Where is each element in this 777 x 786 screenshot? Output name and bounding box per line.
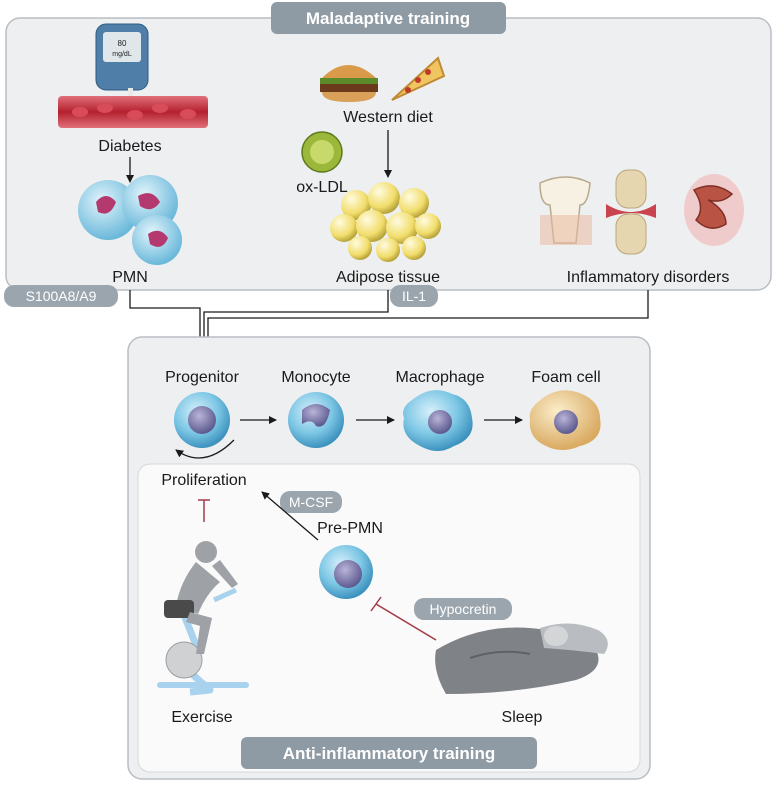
- tooth-icon: [539, 176, 592, 245]
- exercise-inhibition-line: [198, 499, 210, 522]
- pre-pmn-label: Pre-PMN: [317, 520, 383, 537]
- pre-pmn-cell-icon: [319, 545, 373, 599]
- glucometer-value: 80: [118, 39, 127, 48]
- progenitor-label: Progenitor: [165, 369, 239, 386]
- pmn-label: PMN: [112, 269, 148, 286]
- exercise-bike-icon: [157, 587, 249, 696]
- anti-inflammatory-title: Anti-inflammatory training: [283, 744, 496, 763]
- intestine-icon: [684, 174, 744, 246]
- foam-cell-label: Foam cell: [531, 369, 600, 386]
- sleep-label: Sleep: [502, 709, 543, 726]
- monocyte-cell-icon: [288, 392, 344, 448]
- diabetes-label: Diabetes: [98, 138, 161, 155]
- blood-vessel-icon: [58, 96, 208, 128]
- mcsf-tag-bg: [280, 491, 342, 513]
- monocyte-label: Monocyte: [281, 369, 350, 386]
- maladaptive-banner: [271, 2, 506, 34]
- self-renewal-arrow: [175, 439, 235, 459]
- macrophage-label: Macrophage: [396, 369, 485, 386]
- glucometer-icon: 80 mg/dL: [95, 23, 149, 98]
- ox-ldl-particle-icon: [301, 131, 343, 173]
- macrophage-cell-icon: [403, 390, 473, 451]
- pre-pmn-to-proliferation-arrow: [261, 491, 319, 541]
- exercising-person-icon: [164, 541, 238, 654]
- sleep-inhibition-line: [370, 596, 437, 641]
- proliferation-label: Proliferation: [161, 472, 246, 489]
- hypocretin-tag-bg: [414, 598, 512, 620]
- s100-tag: S100A8/A9: [26, 288, 97, 304]
- pizza-icon: [391, 56, 446, 101]
- exercise-label: Exercise: [171, 709, 232, 726]
- hypocretin-tag: Hypocretin: [430, 601, 497, 617]
- s100-tag-bg: [4, 285, 118, 307]
- inflammatory-disorders-label: Inflammatory disorders: [567, 269, 730, 286]
- maladaptive-title: Maladaptive training: [306, 9, 470, 28]
- progenitor-cell-icon: [174, 392, 230, 448]
- anti-inflammatory-banner: [241, 737, 537, 769]
- mcsf-tag: M-CSF: [289, 494, 333, 510]
- sleeping-person-icon: [435, 623, 608, 694]
- glucometer-unit: mg/dL: [112, 51, 132, 58]
- burger-icon: [320, 65, 378, 102]
- adipose-tissue-label: Adipose tissue: [336, 269, 440, 286]
- joint-icon: [606, 169, 656, 255]
- il1-tag: IL-1: [402, 288, 426, 304]
- pmn-cells-icon: [78, 175, 182, 265]
- anti-inflammatory-inner: [137, 463, 641, 773]
- adipose-tissue-icon: [330, 182, 441, 262]
- il1-tag-bg: [390, 285, 438, 307]
- ox-ldl-label: ox-LDL: [296, 179, 348, 196]
- foam-cell-icon: [529, 390, 601, 450]
- western-diet-label: Western diet: [343, 109, 433, 126]
